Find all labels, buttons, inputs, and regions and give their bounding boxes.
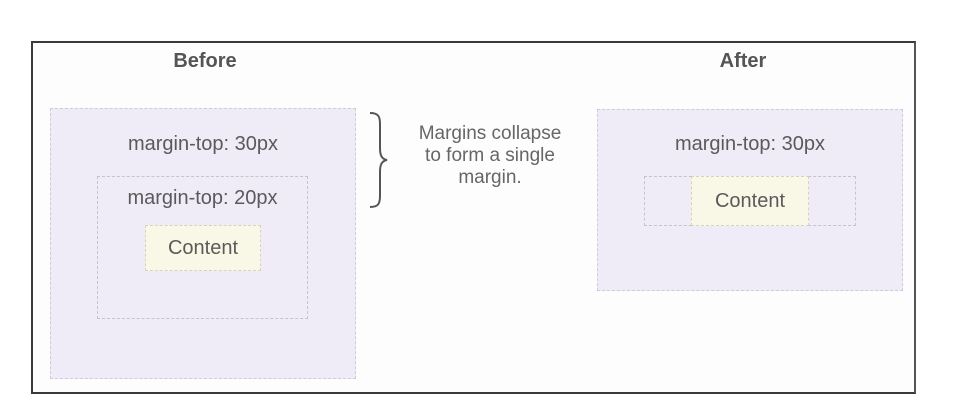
after-content-box: Content [691, 176, 809, 226]
before-inner-margin-label: margin-top: 20px [127, 187, 278, 209]
annotation-line-3: margin. [458, 167, 522, 188]
before-outer-margin-label: margin-top: 30px [127, 133, 279, 155]
curly-brace-icon [369, 112, 388, 208]
before-inner-box [97, 176, 308, 319]
annotation-line-2: to form a single [425, 145, 555, 166]
collapse-annotation: Margins collapse to form a single margin… [395, 123, 585, 189]
before-content-box: Content [145, 225, 261, 271]
after-outer-margin-label: margin-top: 30px [674, 133, 826, 155]
after-heading: After [719, 50, 767, 72]
annotation-line-1: Margins collapse [418, 123, 562, 144]
before-heading: Before [173, 50, 237, 72]
